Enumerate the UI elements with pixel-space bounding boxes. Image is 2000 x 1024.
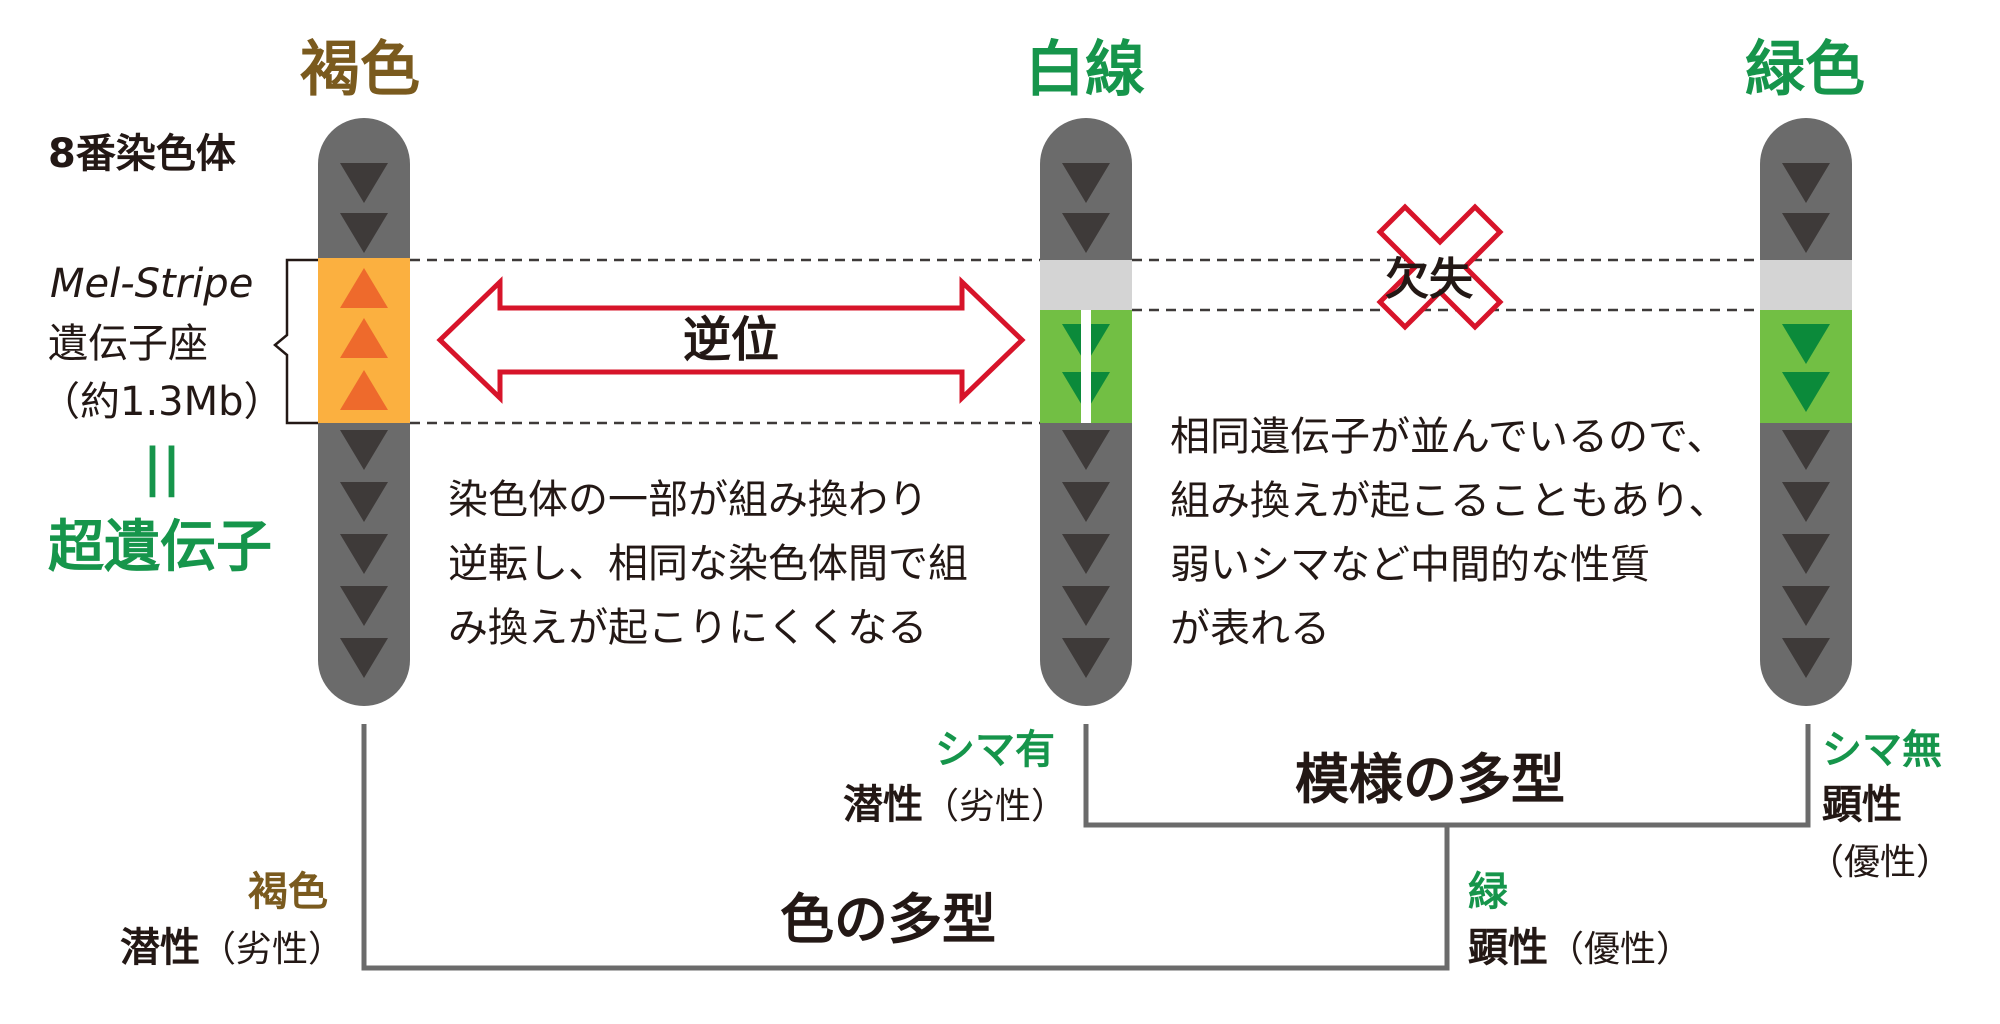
chromosome-8-label: 8番染色体 (48, 131, 236, 177)
super-gene-label: 超遺伝子 (48, 515, 272, 580)
pattern-right-type: 顕性 (1822, 782, 1902, 828)
chromosome-white-line (1040, 118, 1132, 706)
heading-brown: 褐色 (300, 35, 420, 105)
color-right-type: 顕性（優性） (1468, 925, 1693, 971)
deleted-band-grey (1040, 260, 1132, 310)
white-line-stripe (1081, 310, 1091, 423)
inversion-description: 染色体の一部が組み換わり 逆転し、相同な染色体間で組 み換えが起こりにくくなる (448, 477, 968, 651)
pattern-polymorphism-title: 模様の多型 (1295, 748, 1565, 811)
deletion-x-icon (1376, 203, 1504, 331)
equals-sign: || (143, 438, 181, 498)
color-left-trait: 褐色 (248, 869, 328, 915)
recombination-description: 相同遺伝子が並んでいるので、 組み換えが起こることもあり、 弱いシマなど中間的な… (1170, 414, 1729, 652)
pattern-right-trait: シマ無 (1822, 727, 1942, 773)
chromosome-brown (318, 118, 410, 706)
pattern-right-paren: （優性） (1808, 842, 1953, 883)
deletion-label: 欠失 (1385, 254, 1473, 305)
color-left-type: 潜性（劣性） (120, 925, 345, 971)
color-right-trait: 緑 (1468, 869, 1508, 915)
connector-lines (361, 724, 1811, 971)
locus-gene-seat: 遺伝子座 (48, 321, 208, 367)
chromosome-green (1760, 118, 1852, 706)
locus-bracket (273, 258, 318, 425)
inversion-label: 逆位 (683, 312, 780, 368)
heading-white-line: 白線 (1025, 35, 1145, 105)
inversion-arrow (436, 276, 1026, 404)
pattern-left-type: 潜性（劣性） (843, 782, 1068, 828)
locus-size: （約1.3Mb） (40, 379, 284, 425)
locus-name: Mel-Stripe (50, 261, 254, 307)
pattern-left-trait: シマ有 (935, 727, 1055, 773)
color-polymorphism-title: 色の多型 (780, 888, 996, 951)
up-triangles (340, 268, 388, 410)
heading-green: 緑色 (1745, 35, 1865, 105)
